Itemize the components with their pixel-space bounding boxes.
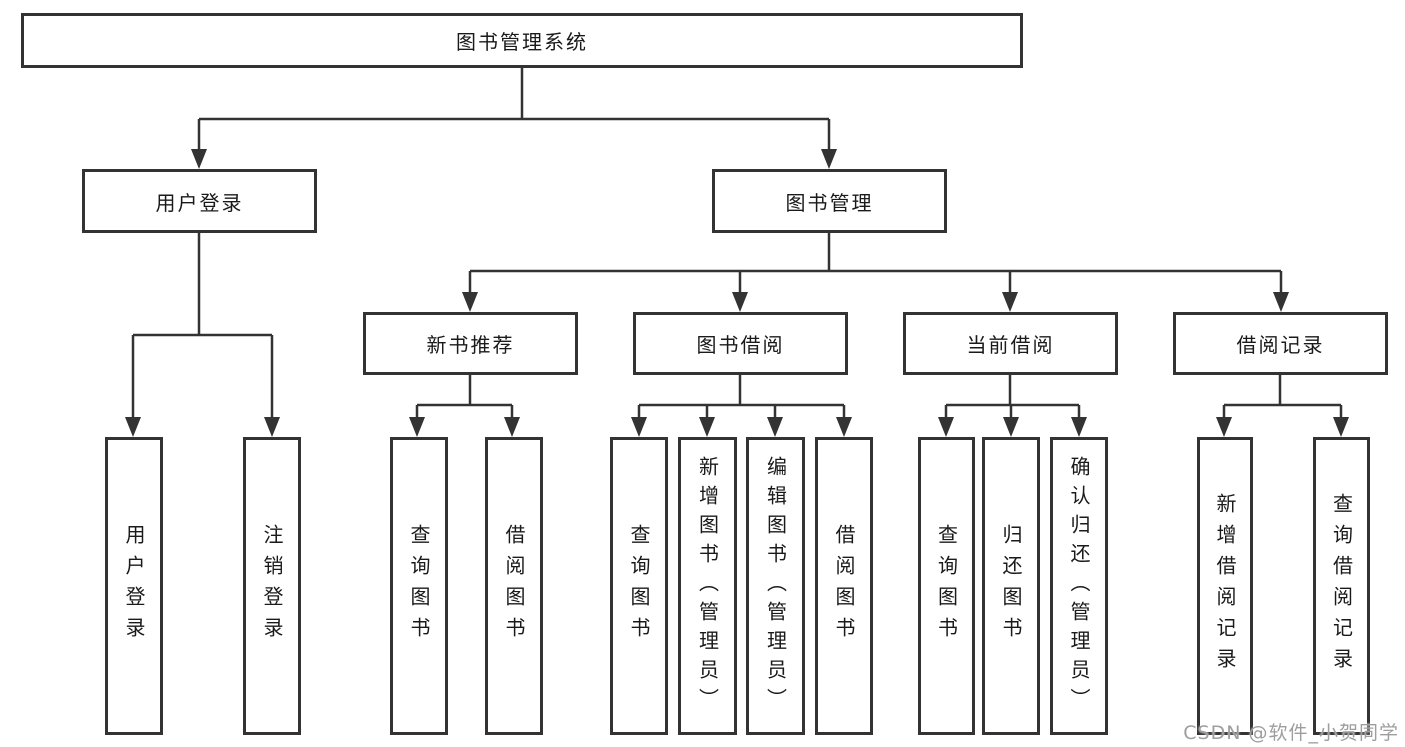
leaf-label: 归还图书 bbox=[999, 524, 1023, 648]
leaf-label: 注销登录 bbox=[260, 524, 284, 648]
leaf-label: 新增借阅记录 bbox=[1213, 493, 1237, 679]
node-user-login: 用户登录 bbox=[82, 169, 317, 233]
leaf-borrow-book: 借阅图书 bbox=[485, 437, 543, 735]
leaf-label: 借阅图书 bbox=[502, 524, 526, 648]
node-library-system: 图书管理系统 bbox=[21, 13, 1023, 68]
leaf-query-borrow-record: 查询借阅记录 bbox=[1313, 437, 1370, 735]
node-new-book-recommend: 新书推荐 bbox=[363, 312, 578, 375]
leaf-user-login: 用户登录 bbox=[105, 437, 163, 735]
node-book-borrow: 图书借阅 bbox=[633, 312, 848, 375]
leaf-borrow-book: 借阅图书 bbox=[815, 437, 873, 735]
leaf-label: 查询图书 bbox=[934, 524, 959, 648]
leaf-logout: 注销登录 bbox=[243, 437, 301, 735]
node-label: 借阅记录 bbox=[1236, 333, 1325, 357]
leaf-confirm-return-admin: 确认归还（管理员） bbox=[1050, 437, 1108, 735]
leaf-add-borrow-record: 新增借阅记录 bbox=[1197, 437, 1253, 735]
leaf-label: 确认归还（管理员） bbox=[1067, 455, 1091, 717]
csdn-watermark: CSDN @软件_小贺同学 bbox=[1183, 722, 1399, 744]
node-label: 用户登录 bbox=[155, 190, 244, 215]
leaf-query-book: 查询图书 bbox=[390, 437, 448, 735]
leaf-return-book: 归还图书 bbox=[982, 437, 1040, 735]
leaf-label: 新增图书（管理员） bbox=[695, 455, 720, 717]
leaf-label: 查询借阅记录 bbox=[1329, 493, 1354, 679]
leaf-label: 查询图书 bbox=[627, 524, 651, 648]
node-label: 图书借阅 bbox=[696, 333, 785, 357]
node-label: 当前借阅 bbox=[966, 333, 1055, 357]
leaf-label: 借阅图书 bbox=[832, 524, 856, 648]
leaf-label: 用户登录 bbox=[122, 524, 146, 648]
leaf-label: 编辑图书（管理员） bbox=[763, 455, 788, 717]
leaf-query-book: 查询图书 bbox=[918, 437, 975, 735]
node-label: 图书管理系统 bbox=[456, 30, 588, 54]
node-book-management: 图书管理 bbox=[712, 169, 947, 233]
node-label: 图书管理 bbox=[785, 190, 874, 215]
node-current-borrow: 当前借阅 bbox=[903, 312, 1118, 375]
leaf-label: 查询图书 bbox=[407, 524, 431, 648]
leaf-query-book: 查询图书 bbox=[610, 437, 668, 735]
leaf-edit-book-admin: 编辑图书（管理员） bbox=[746, 437, 805, 735]
node-borrow-records: 借阅记录 bbox=[1173, 312, 1388, 375]
node-label: 新书推荐 bbox=[426, 333, 515, 357]
leaf-add-book-admin: 新增图书（管理员） bbox=[678, 437, 737, 735]
